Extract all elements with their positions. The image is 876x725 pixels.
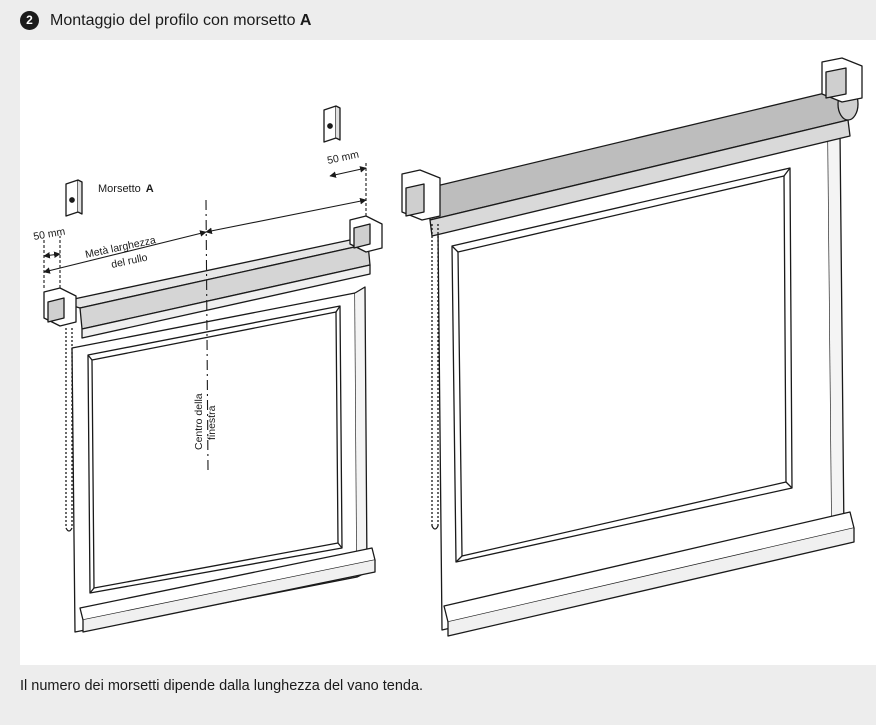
- clamp-right-icon: [323, 105, 341, 143]
- center-label-line2: finestra: [206, 405, 218, 440]
- dim-50mm-left: [43, 251, 61, 259]
- page-title: Montaggio del profilo con morsetto A: [50, 10, 311, 31]
- right-operating-chain: [431, 224, 439, 526]
- dim-label-left: 50 mm: [32, 226, 66, 243]
- window-center-line: [205, 199, 209, 471]
- left-window-illustration: [43, 105, 383, 633]
- dim-label-right: 50 mm: [326, 148, 360, 166]
- title-text: Montaggio del profilo con morsetto: [50, 12, 300, 29]
- step-number-badge: 2: [20, 11, 39, 30]
- footer-note: Il numero dei morsetti dipende dalla lun…: [20, 678, 424, 694]
- dim-50mm-right: [329, 166, 367, 178]
- clamp-left-icon: [65, 179, 83, 217]
- left-operating-chain: [65, 328, 73, 528]
- header: 2 Montaggio del profilo con morsetto A: [0, 0, 876, 40]
- dimension-lines: [43, 162, 367, 471]
- center-label-line1: Centro della: [193, 393, 205, 450]
- title-clamp-letter: A: [299, 12, 312, 29]
- right-window-illustration: [401, 57, 863, 637]
- dim-half-width-right: [205, 197, 367, 235]
- dim-half-width: [43, 230, 207, 274]
